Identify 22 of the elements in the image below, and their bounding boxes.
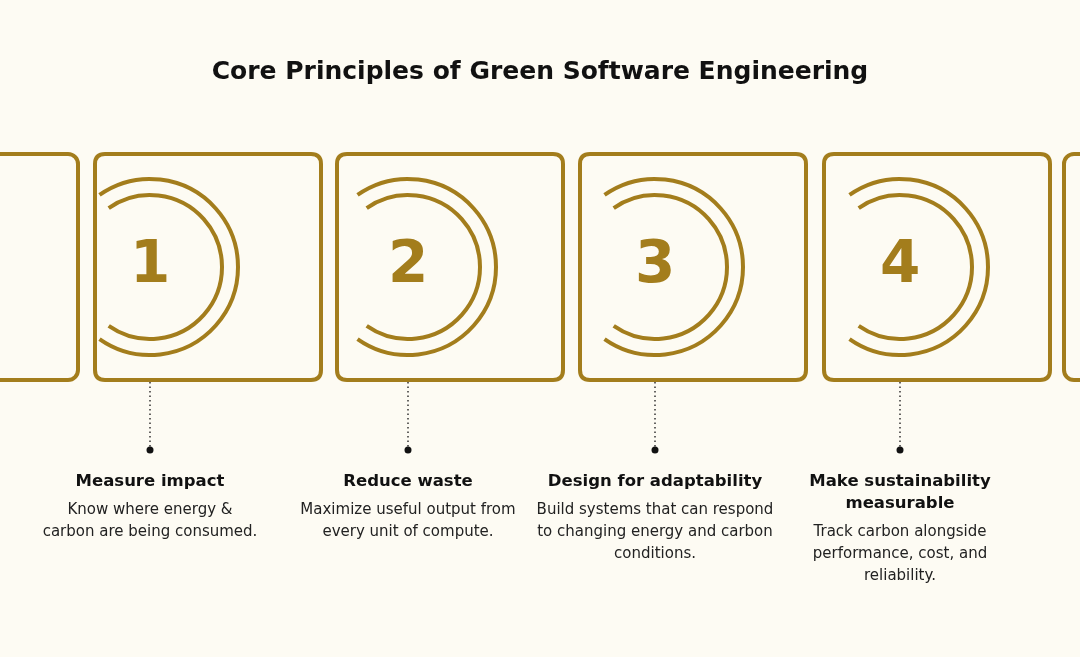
leader-line (404, 381, 412, 454)
title: Core Principles of Green Software Engineering (210, 56, 870, 85)
puzzle-piece (93, 152, 323, 382)
step-number: 1 (130, 233, 171, 291)
leader-line (146, 381, 154, 454)
step-description: Maximize useful output from every unit of compute. (299, 499, 517, 542)
step-heading: Make sustainability measurable (808, 470, 992, 514)
step-description: Know where energy & carbon are being consumed. (41, 499, 259, 542)
step-description: Track carbon alongside performance, cost, and reliability. (811, 521, 989, 586)
step-description: Build systems that can respond to changing energy and carbon conditions. (535, 499, 775, 564)
step-number: 2 (388, 233, 429, 291)
leader-line (651, 381, 659, 454)
puzzle-piece (822, 152, 1052, 382)
puzzle-piece (578, 152, 808, 382)
puzzle-piece (0, 152, 80, 382)
step-number: 3 (635, 233, 676, 291)
leader-line (896, 381, 904, 454)
step-heading: Design for adaptability (546, 470, 764, 492)
step-heading: Reduce waste (342, 470, 474, 492)
step-number: 4 (880, 233, 921, 291)
puzzle-piece (335, 152, 565, 382)
step-heading: Measure impact (74, 470, 226, 492)
